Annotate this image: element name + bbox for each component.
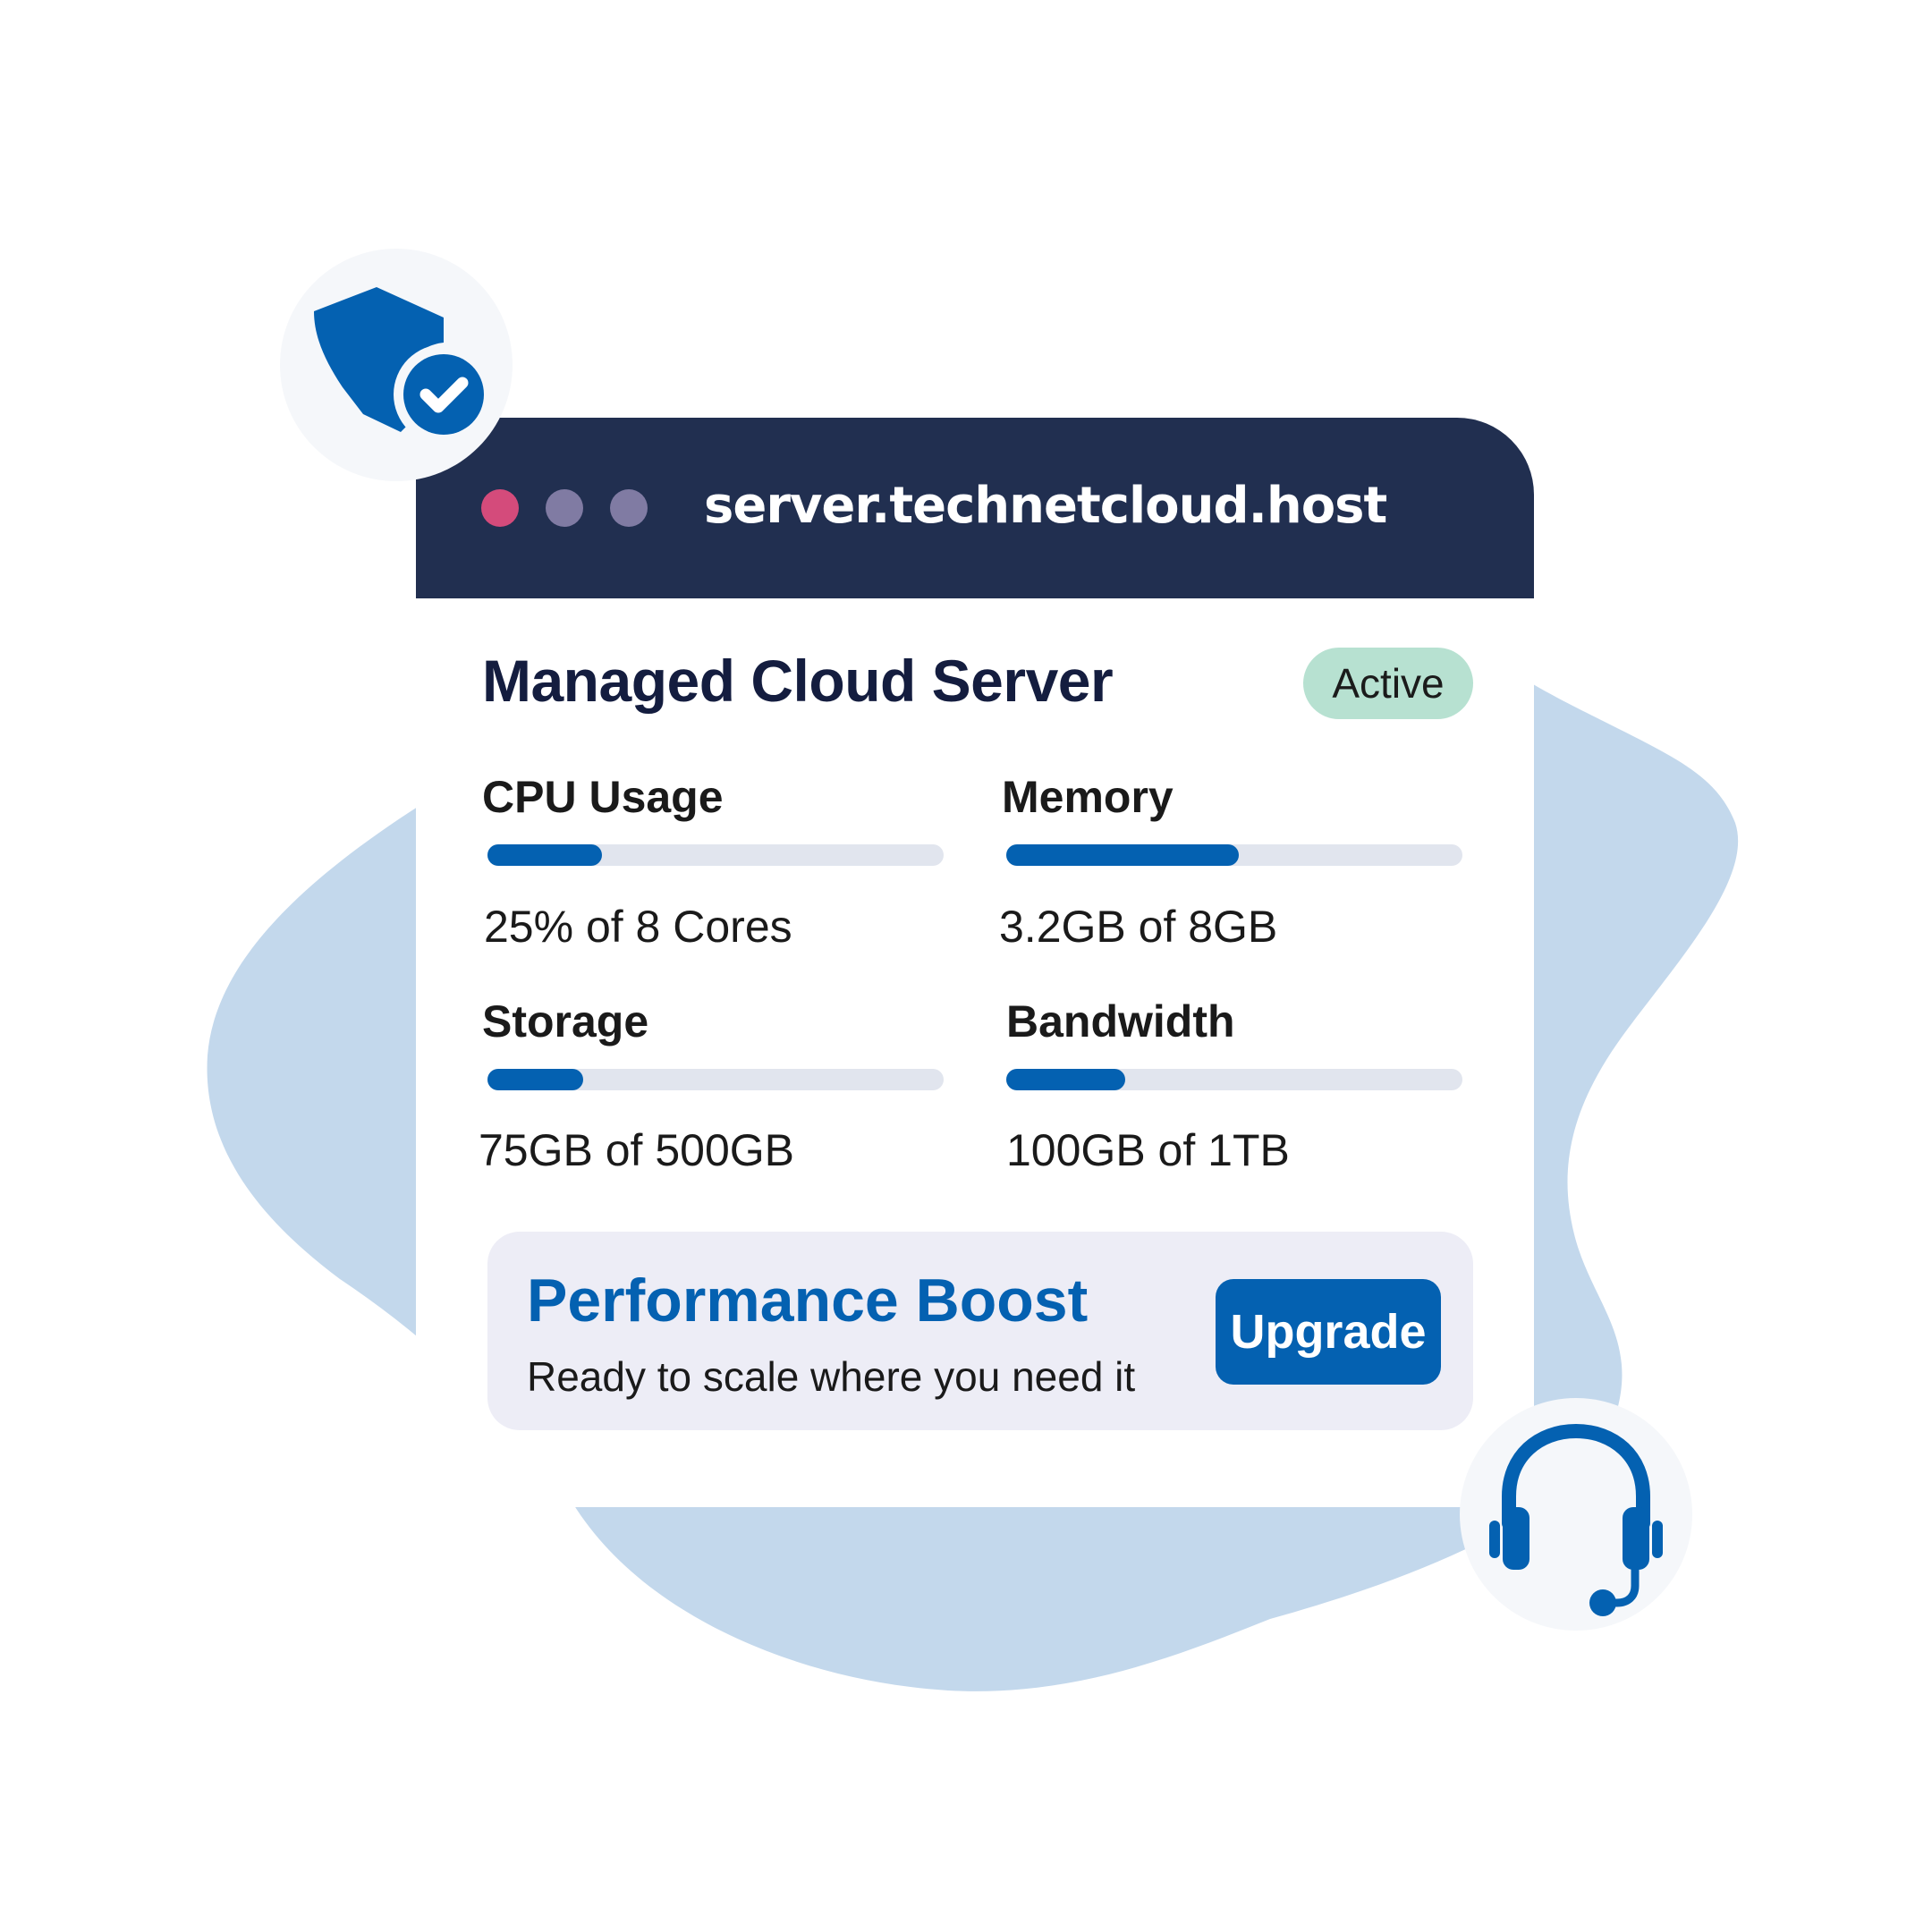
cpu-usage-value: 25% of 8 Cores: [484, 902, 792, 952]
window-titlebar: server.technetcloud.host: [416, 418, 1534, 598]
storage-fill: [487, 1069, 584, 1090]
headset-icon: [1489, 1423, 1663, 1616]
cpu-usage-track: [487, 844, 944, 866]
memory-value: 3.2GB of 8GB: [999, 902, 1278, 952]
storage-track: [487, 1069, 944, 1090]
bandwidth-label: Bandwidth: [1006, 996, 1235, 1046]
storage-label: Storage: [482, 996, 649, 1046]
shield-check-icon: [314, 287, 494, 445]
memory-track: [1006, 844, 1462, 866]
bandwidth-fill: [1006, 1069, 1125, 1090]
page-title: Managed Cloud Server: [482, 648, 1114, 714]
boost-subtitle: Ready to scale where you need it: [527, 1353, 1136, 1400]
server-window: server.technetcloud.host Managed Cloud S…: [416, 418, 1534, 1507]
status-badge: Active: [1303, 648, 1473, 719]
maximize-dot[interactable]: [610, 489, 648, 527]
close-dot[interactable]: [481, 489, 519, 527]
storage-value: 75GB of 500GB: [479, 1125, 795, 1175]
server-url: server.technetcloud.host: [704, 477, 1387, 535]
bandwidth-value: 100GB of 1TB: [1006, 1125, 1290, 1175]
upgrade-button[interactable]: Upgrade: [1216, 1279, 1441, 1385]
boost-title: Performance Boost: [527, 1267, 1089, 1335]
performance-boost-card: Performance Boost Ready to scale where y…: [487, 1232, 1473, 1430]
memory-fill: [1006, 844, 1240, 866]
memory-label: Memory: [1002, 772, 1174, 822]
cpu-usage-label: CPU Usage: [482, 772, 724, 822]
security-badge: [280, 249, 513, 481]
minimize-dot[interactable]: [546, 489, 583, 527]
support-badge[interactable]: [1460, 1398, 1692, 1631]
cpu-usage-fill: [487, 844, 602, 866]
bandwidth-track: [1006, 1069, 1462, 1090]
